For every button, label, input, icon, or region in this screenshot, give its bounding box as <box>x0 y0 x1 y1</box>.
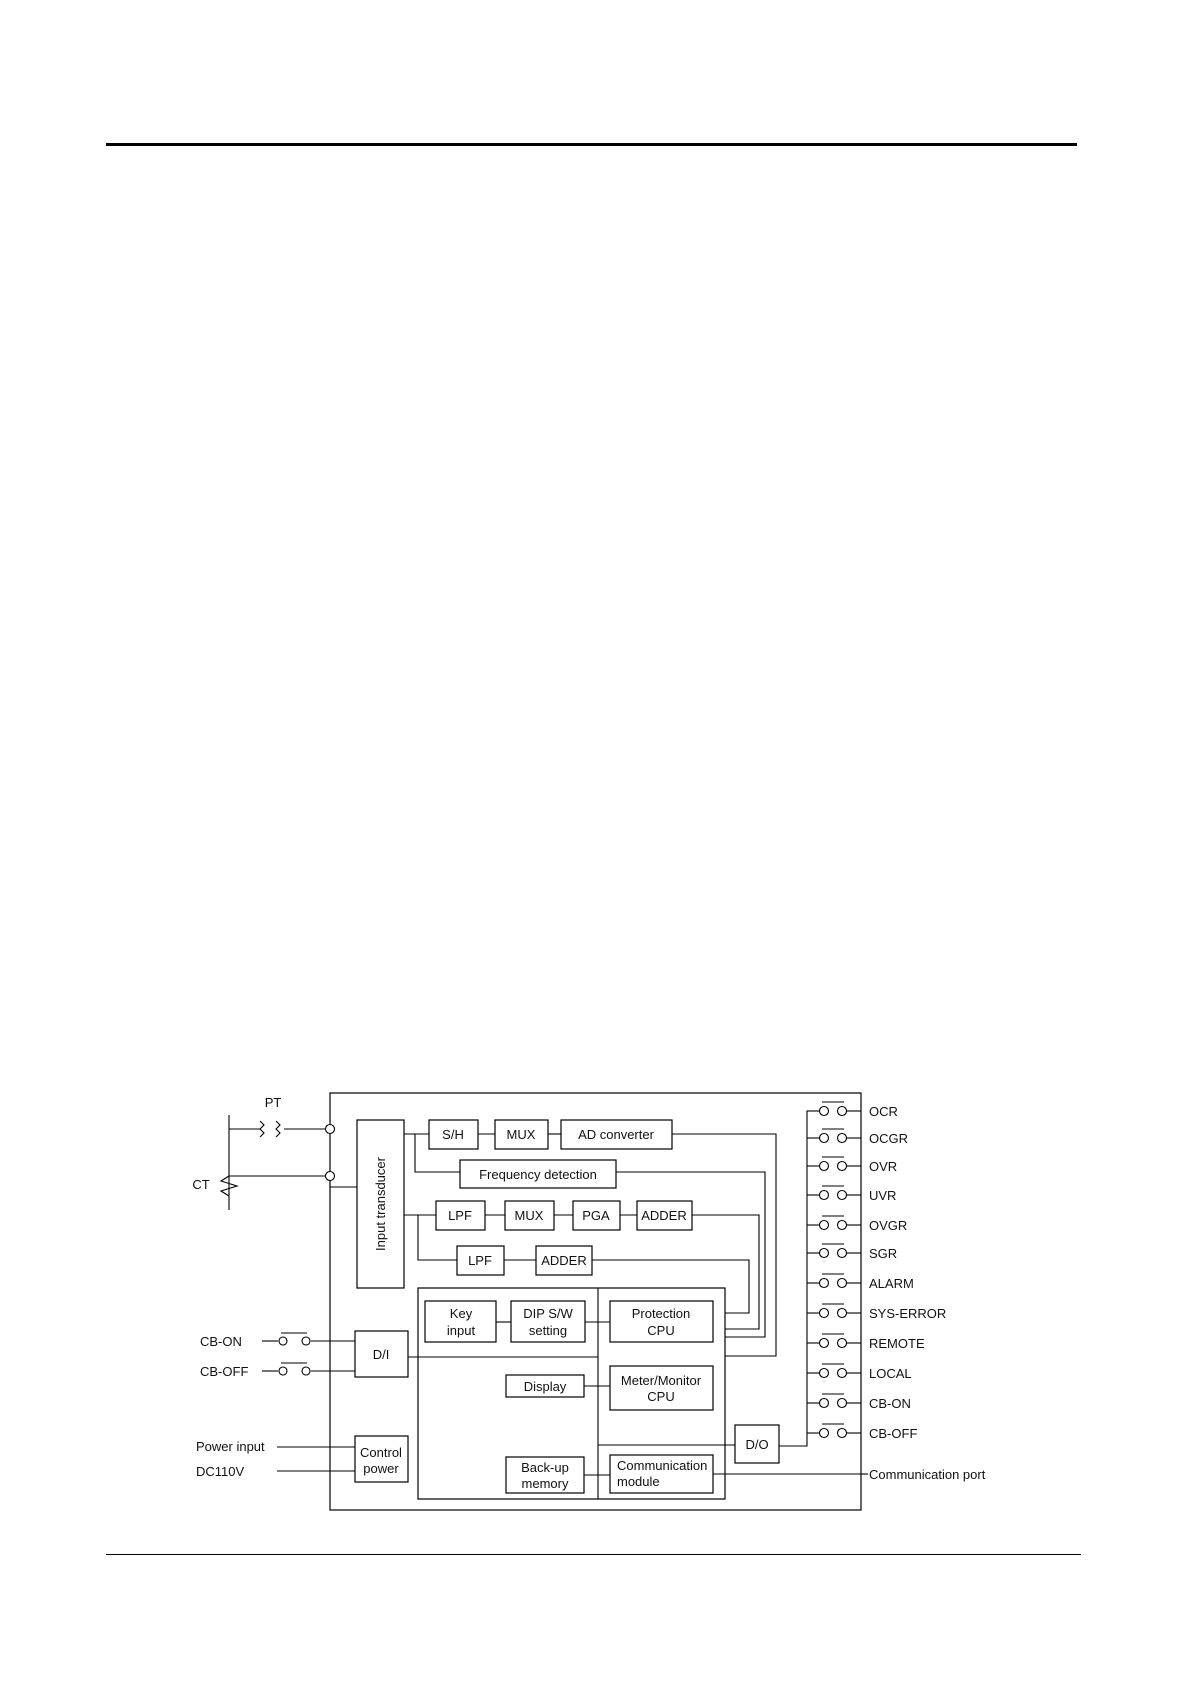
sh-label: S/H <box>442 1127 464 1142</box>
mux-block-2 <box>504 1200 555 1231</box>
protection-cpu-label-1: Protection <box>632 1306 691 1321</box>
pga-label: PGA <box>582 1208 610 1223</box>
output-contact-ocgr: OCGR <box>807 1128 908 1146</box>
mux-label-2: MUX <box>515 1208 544 1223</box>
header-rule <box>106 143 1077 146</box>
output-label-cb-off: CB-OFF <box>869 1426 917 1441</box>
ct-label: CT <box>192 1177 209 1192</box>
output-contact-ocr: OCR <box>807 1101 898 1119</box>
cb-off-input-label: CB-OFF <box>200 1364 248 1379</box>
dc110v-label: DC110V <box>196 1464 245 1479</box>
cb-input-contacts <box>278 1336 311 1376</box>
output-label-ovgr: OVGR <box>869 1218 907 1233</box>
communication-port-label: Communication port <box>869 1467 986 1482</box>
output-label-ovr: OVR <box>869 1159 897 1174</box>
display-label: Display <box>524 1379 567 1394</box>
output-contact-ovgr: OVGR <box>807 1215 907 1233</box>
output-label-alarm: ALARM <box>869 1276 914 1291</box>
output-contact-cb-off: CB-OFF <box>807 1423 917 1441</box>
input-transducer-block <box>356 1119 405 1289</box>
cb-on-input-label: CB-ON <box>200 1334 242 1349</box>
lpf-label-2: LPF <box>468 1253 492 1268</box>
adder-label-1: ADDER <box>641 1208 687 1223</box>
output-contact-sgr: SGR <box>807 1243 897 1261</box>
adder-label-2: ADDER <box>541 1253 587 1268</box>
output-label-local: LOCAL <box>869 1366 912 1381</box>
do-label: D/O <box>745 1437 768 1452</box>
lpf-block-1 <box>435 1200 486 1231</box>
output-contact-uvr: UVR <box>807 1185 896 1203</box>
output-label-sys-error: SYS-ERROR <box>869 1306 946 1321</box>
dip-switch-label-2: setting <box>529 1323 567 1338</box>
di-block <box>354 1330 409 1378</box>
power-input-label: Power input <box>196 1439 265 1454</box>
communication-module-label-2: module <box>617 1474 660 1489</box>
sh-block <box>428 1119 479 1150</box>
signal-wires <box>219 1110 868 1476</box>
output-contact-ovr: OVR <box>807 1156 897 1174</box>
adder-block-1 <box>636 1200 693 1231</box>
communication-module-block <box>609 1454 714 1494</box>
backup-memory-block <box>505 1456 585 1494</box>
output-label-sgr: SGR <box>869 1246 897 1261</box>
pt-label: PT <box>265 1095 282 1110</box>
communication-module-label-1: Communication <box>617 1458 707 1473</box>
output-contacts: OCR OCGR OVR UVR OVGR SGR ALARM SYS-ERROR REMOTE… <box>807 1101 946 1441</box>
pt-terminal <box>324 1123 336 1135</box>
output-contact-cb-on: CB-ON <box>807 1393 911 1411</box>
output-contact-sys-error: SYS-ERROR <box>807 1303 946 1321</box>
control-power-label-2: power <box>363 1461 399 1476</box>
key-input-block <box>424 1300 497 1343</box>
dip-switch-block <box>510 1300 586 1343</box>
input-transducer-label: Input transducer <box>373 1156 388 1251</box>
mux-block-1 <box>494 1119 549 1150</box>
protection-cpu-label-2: CPU <box>647 1323 674 1338</box>
meter-monitor-cpu-label-1: Meter/Monitor <box>621 1373 702 1388</box>
output-label-remote: REMOTE <box>869 1336 925 1351</box>
lpf-label-1: LPF <box>448 1208 472 1223</box>
key-input-label-2: input <box>447 1323 476 1338</box>
output-label-cb-on: CB-ON <box>869 1396 911 1411</box>
do-block <box>734 1424 780 1464</box>
di-label: D/I <box>373 1347 390 1362</box>
output-label-uvr: UVR <box>869 1188 896 1203</box>
control-power-label-1: Control <box>360 1445 402 1460</box>
output-label-ocr: OCR <box>869 1104 898 1119</box>
meter-monitor-cpu-block <box>609 1365 714 1411</box>
footer-rule <box>106 1554 1081 1555</box>
ad-converter-block <box>560 1119 673 1150</box>
output-contact-remote: REMOTE <box>807 1333 925 1351</box>
lpf-block-2 <box>456 1245 505 1276</box>
adder-block-2 <box>535 1245 593 1276</box>
ad-converter-label: AD converter <box>578 1127 655 1142</box>
mux-label-1: MUX <box>507 1127 536 1142</box>
output-contact-local: LOCAL <box>807 1363 912 1381</box>
frequency-detection-label: Frequency detection <box>479 1167 597 1182</box>
frequency-detection-block <box>459 1159 617 1189</box>
output-contact-alarm: ALARM <box>807 1273 914 1291</box>
meter-monitor-cpu-label-2: CPU <box>647 1389 674 1404</box>
display-block <box>505 1374 585 1398</box>
backup-memory-label-1: Back-up <box>521 1460 569 1475</box>
key-input-label-1: Key <box>450 1306 473 1321</box>
pga-block <box>572 1200 621 1231</box>
protection-cpu-block <box>609 1300 714 1343</box>
dip-switch-label-1: DIP S/W <box>523 1306 573 1321</box>
output-label-ocgr: OCGR <box>869 1131 908 1146</box>
backup-memory-label-2: memory <box>522 1476 569 1491</box>
control-power-block <box>354 1435 409 1483</box>
ct-terminal <box>324 1170 336 1182</box>
